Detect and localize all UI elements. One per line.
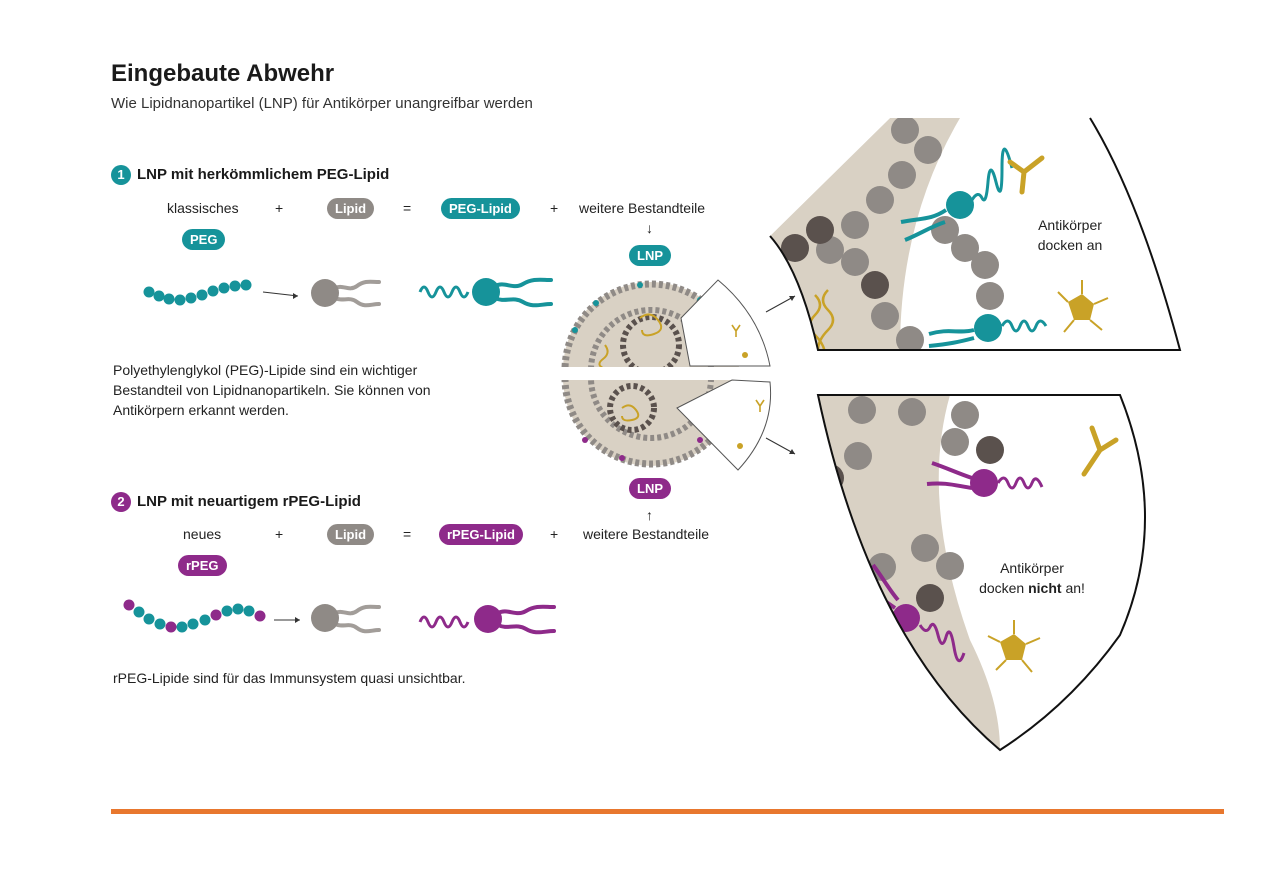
section2-heading-text: LNP mit neuartigem rPEG-Lipid [137, 492, 361, 510]
s2-rpeg-badge: rPEG [178, 555, 227, 576]
s1-peg-badge-label: PEG [182, 229, 226, 250]
s1-description: Polyethylenglykol (PEG)-Lipide sind ein … [113, 360, 431, 420]
zoom-bottom-label-post: an! [1061, 580, 1085, 596]
s2-lnp-badge-label: LNP [629, 478, 671, 499]
arrow-to-top-zoom [765, 295, 796, 313]
s2-rpeg-chain [123, 599, 266, 633]
s2-lipid-molecule [311, 604, 381, 634]
zoom-top-label-line-1: Antikörper [1038, 217, 1102, 233]
s1-peg-lipid-badge: PEG-Lipid [441, 198, 520, 219]
section2-heading: 2 LNP mit neuartigem rPEG-Lipid [111, 492, 361, 512]
zoom-panel-bottom [816, 394, 1146, 752]
s1-plus-1: + [275, 200, 284, 216]
s2-rpeg-lipid-badge-label: rPEG-Lipid [439, 524, 523, 545]
arrow-to-bottom-zoom [765, 437, 796, 455]
s1-arrow-1 [262, 291, 299, 299]
s1-description-line-3: Antikörpern erkannt werden. [113, 402, 289, 418]
section2-number-badge: 2 [111, 492, 131, 512]
section1-heading: 1 LNP mit herkömmlichem PEG-Lipid [111, 165, 389, 185]
s1-lipid-molecule [311, 279, 381, 308]
s2-plus-2: + [550, 526, 559, 542]
s1-equals: = [403, 200, 412, 216]
s1-lnp-badge: LNP [629, 245, 671, 266]
s2-lipid-badge: Lipid [327, 524, 375, 545]
s2-arrow-1 [274, 617, 300, 623]
s2-plus-1: + [275, 526, 284, 542]
lnp-bottom-zoom-wedge [676, 379, 772, 471]
zoom-bottom-label-line-1: Antikörper [1000, 560, 1064, 576]
s1-peg-lipid-badge-label: PEG-Lipid [441, 198, 520, 219]
zoom-top-label-line-2: docken an [1037, 237, 1103, 253]
s1-peg-badge: PEG [182, 229, 226, 250]
zoom-panel-top [769, 117, 1182, 351]
page-title: Eingebaute Abwehr [111, 60, 335, 87]
lnp-top-zoom-wedge [680, 279, 771, 367]
zoom-bottom-label-pre: docken [979, 580, 1029, 596]
s1-more-components: weitere Bestandteile [579, 200, 706, 216]
s1-lipid-badge-label: Lipid [327, 198, 375, 219]
s2-word-neues: neues [183, 526, 222, 542]
s2-description: rPEG-Lipide sind für das Immunsystem qua… [113, 670, 466, 686]
s2-equals: = [403, 526, 412, 542]
s2-lnp-badge: LNP [629, 478, 671, 499]
section1-heading-text: LNP mit herkömmlichem PEG-Lipid [137, 165, 390, 183]
s1-peg-chain [143, 279, 252, 306]
zoom-bottom-label-line-2: docken nicht an! [972, 578, 1092, 598]
s1-down-arrow: ↓ [646, 220, 653, 236]
section1-number-badge: 1 [111, 165, 131, 185]
s2-more-components: weitere Bestandteile [583, 526, 710, 542]
s2-rpeg-badge-label: rPEG [178, 555, 227, 576]
s1-lnp-badge-label: LNP [629, 245, 671, 266]
zoom-bottom-label-bold: nicht [1028, 580, 1062, 596]
s1-description-line-1: Polyethylenglykol (PEG)-Lipide sind ein … [113, 362, 418, 378]
s2-rpeg-lipid-badge: rPEG-Lipid [439, 524, 523, 545]
s1-word-klassisches: klassisches [167, 200, 239, 216]
footer-rule [111, 809, 1224, 814]
s1-description-line-2: Bestandteil von Lipidnanopartikeln. Sie … [113, 382, 431, 398]
s1-plus-2: + [550, 200, 559, 216]
s2-rpeg-lipid-molecule [418, 604, 556, 635]
s1-peg-lipid-molecule [418, 277, 553, 308]
s2-lipid-badge-label: Lipid [327, 524, 375, 545]
zoom-bottom-label: Antikörper docken nicht an! [972, 558, 1092, 598]
page-subtitle: Wie Lipidnanopartikel (LNP) für Antikörp… [111, 95, 533, 112]
s1-lipid-badge: Lipid [327, 198, 375, 219]
s2-up-arrow: ↑ [646, 507, 653, 523]
zoom-top-label: Antikörper docken an [1030, 215, 1110, 255]
